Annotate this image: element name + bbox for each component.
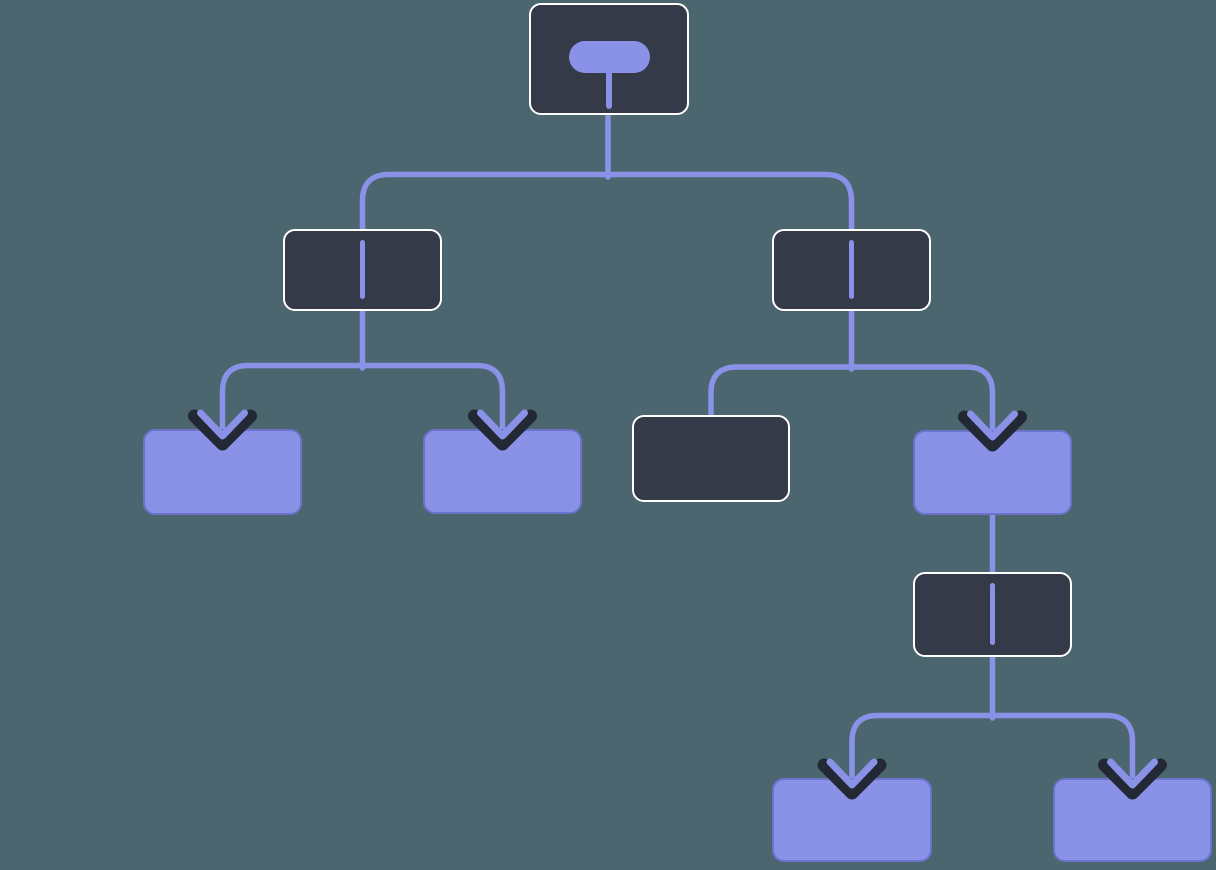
arrow-marker-leaf-5 [1098, 758, 1167, 800]
arrow-outline-chevron-icon [188, 409, 257, 451]
tree-node-leaf-2[interactable] [423, 429, 582, 514]
arrow-chevron-icon [967, 410, 1018, 441]
tree-node-branch-right[interactable] [772, 229, 931, 311]
tree-node-leaf-1[interactable] [143, 429, 302, 515]
node-vertical-line [848, 240, 855, 299]
edge-branch-lower-rail [849, 712, 1136, 787]
arrow-marker-leaf-4 [817, 758, 887, 800]
arrow-chevron-icon [197, 409, 248, 440]
edge-branch-right-rail [708, 364, 996, 438]
edge-branch-left-rail [219, 362, 506, 437]
arrow-outline-chevron-icon [468, 409, 537, 451]
arrow-chevron-icon [477, 409, 528, 440]
arrow-outline-chevron-icon [958, 410, 1027, 452]
arrow-marker-leaf-3 [958, 410, 1027, 452]
tree-node-child-dark[interactable] [632, 415, 790, 502]
arrow-chevron-icon [1107, 758, 1158, 789]
tree-node-leaf-4[interactable] [772, 778, 932, 862]
tree-node-root[interactable] [529, 3, 689, 115]
arrow-outline-chevron-icon [1098, 758, 1167, 800]
arrow-outline-chevron-icon [817, 758, 887, 800]
arrow-marker-leaf-1 [188, 409, 257, 451]
tree-node-leaf-5[interactable] [1053, 778, 1212, 862]
edge-level1-rail [359, 171, 855, 232]
node-pill-icon [568, 41, 650, 73]
tree-node-branch-lower[interactable] [913, 572, 1072, 657]
node-vertical-line [989, 583, 996, 645]
tree-node-leaf-3[interactable] [913, 430, 1072, 515]
arrow-marker-leaf-2 [468, 409, 537, 451]
tree-node-branch-left[interactable] [283, 229, 442, 311]
arrow-chevron-icon [826, 758, 878, 789]
node-stem-line [606, 57, 612, 109]
node-vertical-line [359, 240, 366, 299]
